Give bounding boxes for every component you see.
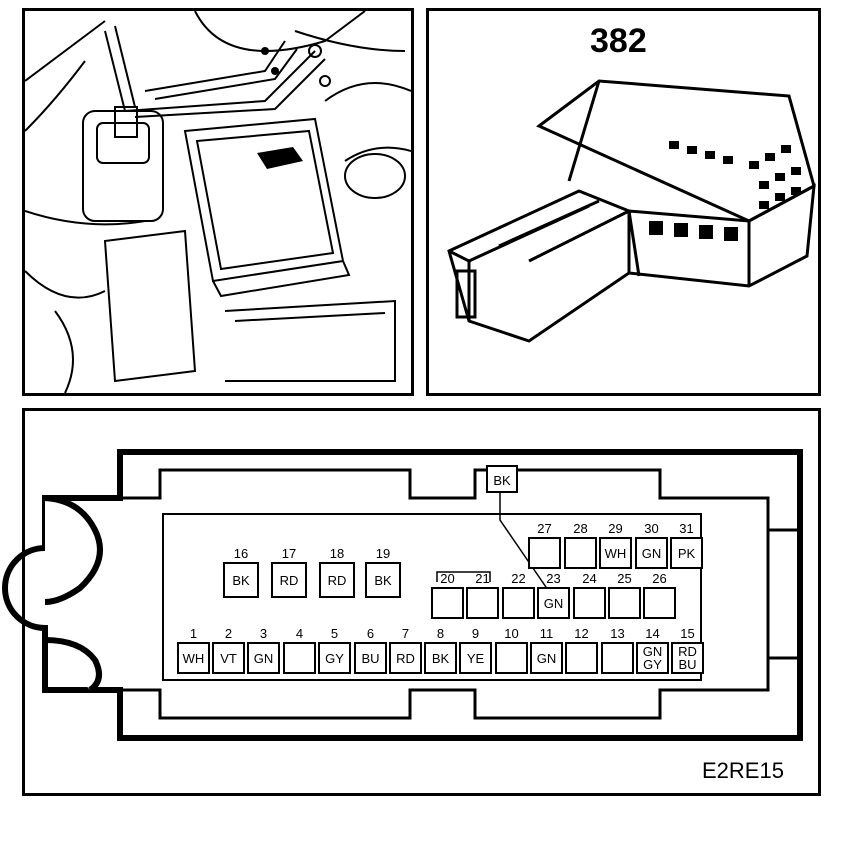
connector-drawing [447,79,816,343]
pinout-diagram-panel [22,408,821,796]
engine-bay-drawing [24,10,412,394]
figure-number: 382 [590,22,647,60]
diagram-code: E2RE15 [702,758,784,783]
engine-compartment-illustration [22,8,414,396]
connector-illustration [426,8,821,396]
